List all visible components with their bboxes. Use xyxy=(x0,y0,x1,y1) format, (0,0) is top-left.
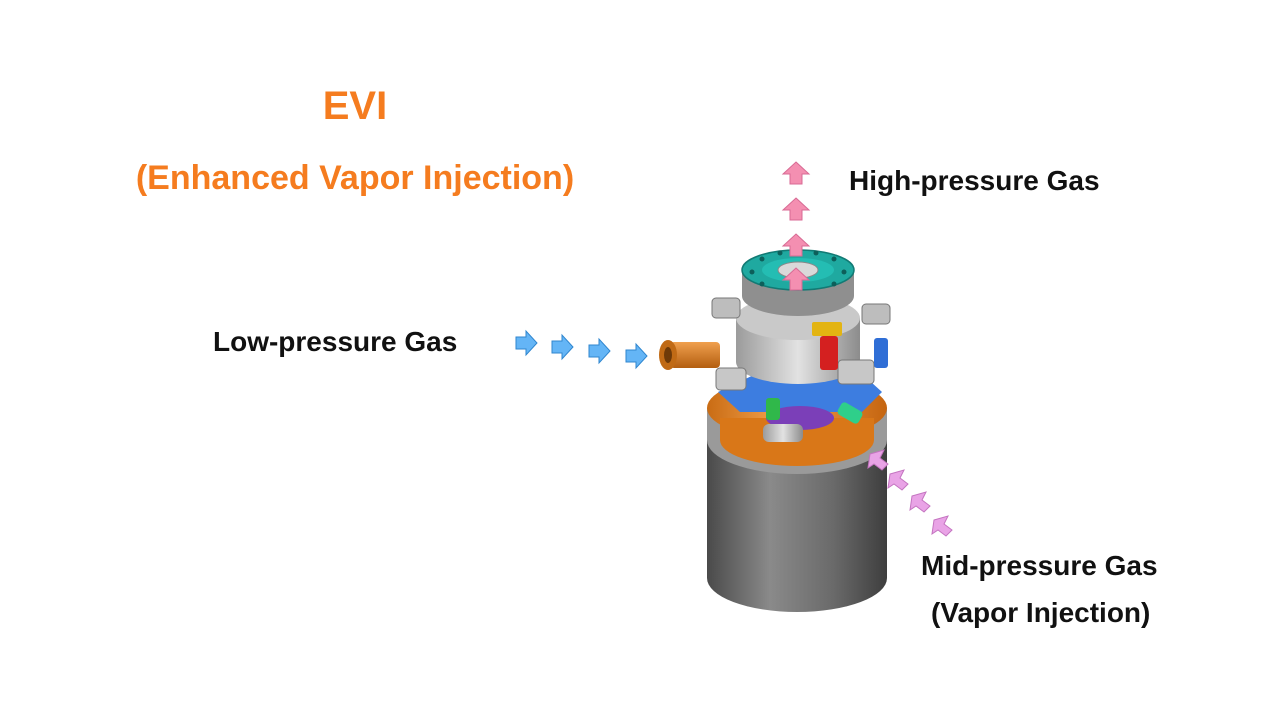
high-pressure-arrow xyxy=(781,233,811,257)
mid-pressure-arrow xyxy=(931,515,953,537)
mount-bracket-left xyxy=(711,297,741,319)
diagram-title: EVI xyxy=(322,84,388,128)
red-valve xyxy=(820,336,838,370)
flange-bolt-holes xyxy=(749,250,847,287)
high-pressure-label: High-pressure Gas xyxy=(849,165,1100,196)
compressor xyxy=(659,249,891,612)
low-pressure-arrow xyxy=(551,333,574,361)
mid-pressure-arrow xyxy=(867,449,889,471)
compressor-shell xyxy=(707,438,887,612)
mid-pressure-arrows xyxy=(867,449,953,537)
mid-pressure-arrow xyxy=(909,491,931,513)
green-fitting-left xyxy=(766,398,780,420)
high-pressure-arrows xyxy=(781,161,811,291)
mid-pressure-label: Mid-pressure Gas xyxy=(921,550,1158,581)
mount-bracket-lower-right xyxy=(837,359,875,385)
high-pressure-arrow xyxy=(781,161,811,185)
high-pressure-arrow xyxy=(781,197,811,221)
low-pressure-label: Low-pressure Gas xyxy=(213,326,458,357)
green-fitting-right xyxy=(837,402,863,424)
blue-side-valve xyxy=(874,338,888,368)
yellow-connector xyxy=(812,322,842,336)
low-pressure-arrow xyxy=(625,342,648,370)
low-pressure-arrows xyxy=(515,329,648,370)
high-pressure-arrow xyxy=(781,267,811,291)
diagram-subtitle: (Enhanced Vapor Injection) xyxy=(135,159,575,197)
mount-bracket-lower-left xyxy=(715,367,747,391)
low-pressure-arrow xyxy=(515,329,538,357)
suction-inlet-pipe xyxy=(659,340,720,370)
vapor-injection-label: (Vapor Injection) xyxy=(931,597,1151,628)
injection-port xyxy=(763,424,803,442)
low-pressure-arrow xyxy=(588,337,611,365)
mid-pressure-arrow xyxy=(887,469,909,491)
mount-bracket-right xyxy=(861,303,891,325)
